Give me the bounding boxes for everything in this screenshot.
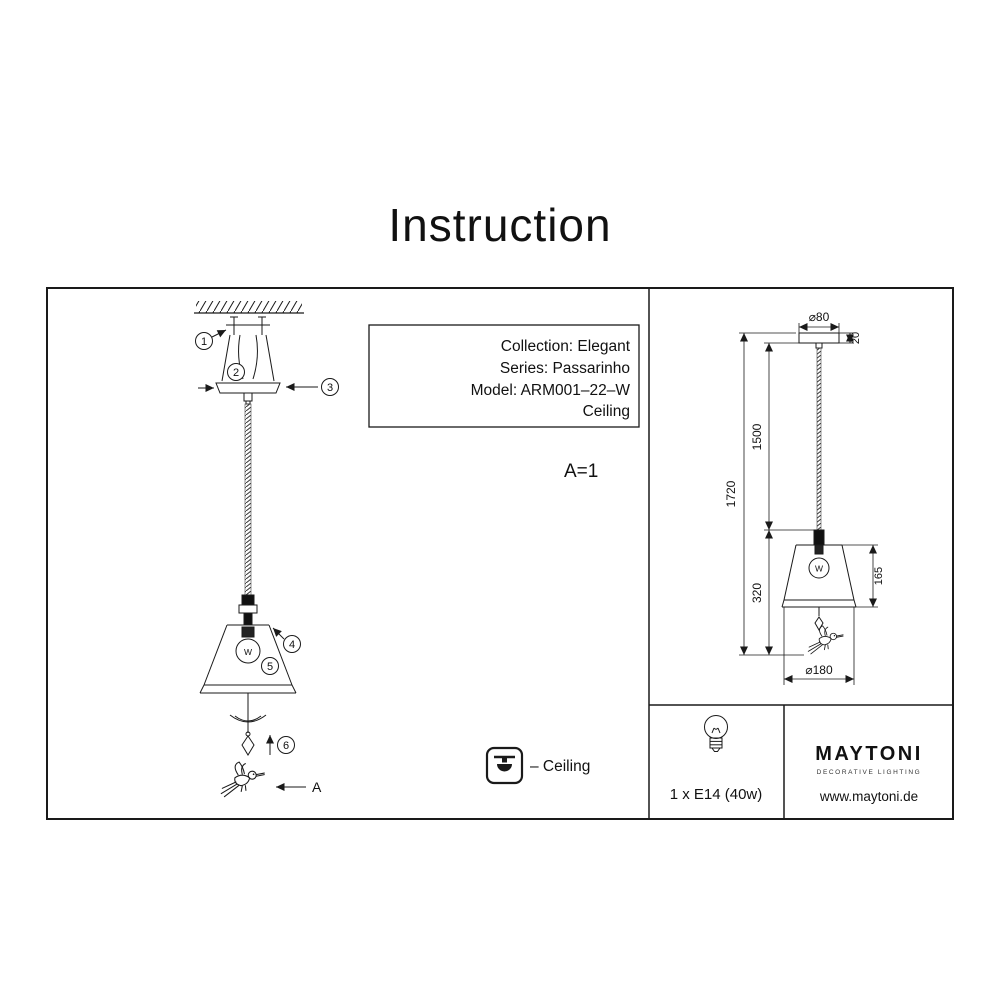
bulb (235, 638, 261, 664)
bulb-icon (704, 715, 728, 752)
dim-canopy-diameter: ⌀80 (798, 310, 840, 333)
exploded-view: W A 1 2 3 4 (194, 301, 339, 798)
bird-figure-dim (807, 625, 844, 655)
dim-lower-section: 320 (750, 530, 773, 655)
info-line-type: Ceiling (583, 403, 630, 420)
dim-total-height: 1720 (724, 332, 804, 656)
svg-text:320: 320 (750, 583, 764, 603)
brand-cell: MAYTONI DECORATIVE LIGHTING www.maytoni.… (815, 743, 923, 804)
dim-shade-height: 165 (842, 544, 885, 608)
lampshade: W (199, 624, 297, 694)
bulb-holder (241, 626, 255, 638)
bulb-label: W (244, 647, 252, 657)
brand-tagline: DECORATIVE LIGHTING (817, 769, 922, 776)
brand-name: MAYTONI (815, 743, 923, 765)
info-box: Collection: Elegant Series: Passarinho M… (368, 324, 640, 428)
fixture: W (781, 332, 857, 655)
frame-borders (46, 287, 954, 820)
detail-label: A (312, 779, 322, 795)
finial (241, 735, 255, 756)
info-line-series: Series: Passarinho (500, 360, 630, 377)
footer-bulb-cell: 1 x E14 (40w) (670, 715, 763, 803)
svg-text:4: 4 (289, 639, 295, 651)
bird-figure (220, 761, 265, 798)
info-line-collection: Collection: Elegant (501, 338, 631, 355)
cord (244, 403, 252, 596)
step-marker-1 (195, 332, 213, 350)
socket-dim (813, 529, 825, 546)
step-marker-2 (227, 363, 245, 381)
svg-text:20: 20 (850, 332, 862, 344)
dim-canopy-height: 20 (839, 332, 862, 344)
socket (238, 594, 258, 626)
dim-cord-length: 1500 (750, 342, 814, 531)
bulb-label-dim: W (815, 564, 823, 574)
svg-text:⌀180: ⌀180 (805, 663, 833, 677)
dim-shade-diameter: ⌀180 (783, 607, 855, 685)
brand-website: www.maytoni.de (819, 789, 918, 804)
ceiling-hatch (194, 301, 304, 314)
svg-text:3: 3 (327, 382, 333, 394)
saucer (229, 714, 267, 723)
svg-text:1720: 1720 (724, 480, 738, 507)
page-title: Instruction (388, 199, 612, 251)
bulb-dim (808, 557, 830, 579)
legend-label: – Ceiling (530, 758, 590, 775)
info-line-model: Model: ARM001–22–W (471, 382, 631, 399)
dimension-drawing: W ⌀80 20 1500 320 (724, 310, 885, 685)
step-marker-4 (283, 635, 301, 653)
cord-dim (816, 347, 822, 531)
svg-text:⌀80: ⌀80 (809, 310, 830, 324)
diagram-frame: W A 1 2 3 4 (46, 287, 954, 820)
ceiling-icon (485, 746, 524, 785)
svg-text:165: 165 (873, 567, 885, 585)
step-marker-3 (321, 378, 339, 396)
svg-text:2: 2 (233, 367, 239, 379)
detail-arrow: A (276, 779, 322, 795)
step-marker-5 (261, 657, 279, 675)
legend-ceiling: – Ceiling (485, 746, 590, 785)
svg-text:1500: 1500 (750, 423, 764, 450)
step-markers: 1 2 3 4 5 6 (195, 329, 339, 754)
svg-text:1: 1 (201, 336, 207, 348)
svg-text:6: 6 (283, 740, 289, 752)
svg-text:5: 5 (267, 661, 273, 673)
lower-fittings (229, 693, 274, 756)
scale-note: A=1 (564, 461, 598, 482)
canopy (198, 382, 281, 405)
step-marker-6 (277, 736, 295, 754)
canopy-dim (798, 332, 840, 344)
bulb-spec: 1 x E14 (40w) (670, 786, 763, 803)
